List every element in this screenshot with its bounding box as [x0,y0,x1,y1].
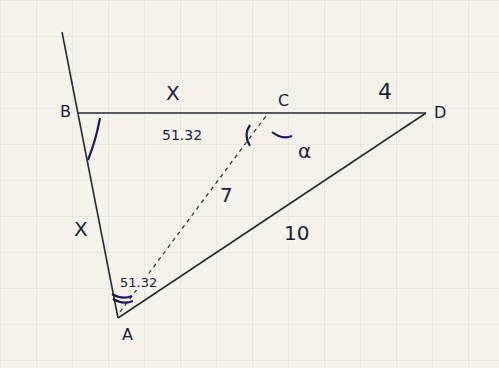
point-label: D [432,104,448,122]
angle-mark-a [113,299,133,303]
angle-label: 51.32 [160,128,204,143]
point-label: C [276,92,291,110]
line-ba [62,32,118,318]
angle-mark-a [112,294,132,298]
line-ad [118,113,426,318]
point-label: A [120,326,135,344]
length-label: 7 [218,184,235,206]
angle-label: 51.32 [118,276,159,290]
point-label: B [58,103,73,121]
length-label: 4 [376,80,394,104]
angle-mark-c-left [247,125,251,146]
length-label: X [72,218,90,240]
length-label: 10 [282,222,311,244]
length-label: X [164,82,182,104]
angle-mark-c-right [272,132,292,137]
angle-mark-b [88,118,100,160]
angle-label: α [296,140,313,162]
line-bd [78,112,426,114]
